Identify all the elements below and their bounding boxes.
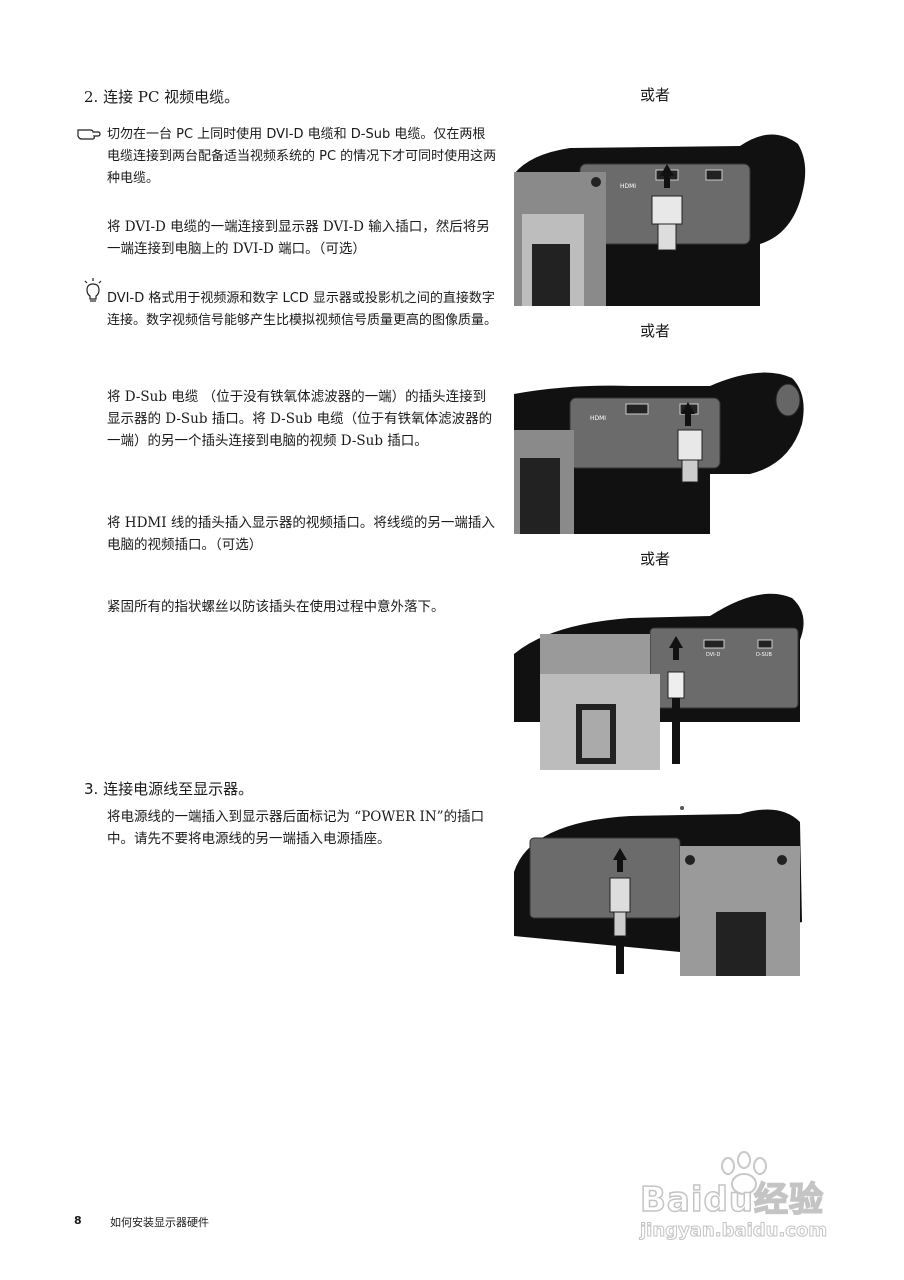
footer-section: 如何安装显示器硬件: [110, 1216, 209, 1229]
page-number: 8: [74, 1214, 82, 1227]
dsub-instruction: 将 D-Sub 电缆 （位于没有铁氧体滤波器的一端）的插头连接到显示器的 D-S…: [107, 389, 493, 449]
watermark-brand: Baidu经验: [639, 1179, 825, 1221]
baidu-watermark: Baidu经验 jingyan.baidu.com: [639, 1148, 850, 1252]
dvi-instruction: 将 DVI-D 电缆的一端连接到显示器 DVI-D 输入插口，然后将另一端连接到…: [107, 219, 490, 257]
hdmi-connection-illustration: DVI-D D-SUB: [514, 593, 804, 770]
dvi-connection-illustration: HDMI: [514, 134, 806, 306]
power-instruction: 将电源线的一端插入到显示器后面标记为 “POWER IN”的插口中。请先不要将电…: [107, 809, 485, 847]
watermark-url: jingyan.baidu.com: [639, 1220, 828, 1242]
pointing-hand-icon: [77, 129, 101, 140]
or-label: 或者: [640, 322, 671, 340]
or-label: 或者: [640, 86, 671, 104]
dsub-connection-illustration: HDMI: [514, 372, 804, 534]
hdmi-instruction: 将 HDMI 线的插头插入显示器的视频插口。将线缆的另一端插入电脑的视频插口。（…: [107, 515, 495, 553]
port-label: HDMI: [590, 415, 606, 422]
port-label: DVI-D: [706, 652, 720, 658]
step-2-title: 2. 连接 PC 视频电缆。: [84, 88, 240, 106]
note-text: 切勿在一台 PC 上同时使用 DVI-D 电缆和 D-Sub 电缆。仅在两根电缆…: [107, 127, 497, 186]
step-3-title: 3. 连接电源线至显示器。: [84, 780, 254, 798]
or-label: 或者: [640, 550, 671, 568]
tip-text: DVI-D 格式用于视频源和数字 LCD 显示器或投影机之间的直接数字连接。数字…: [107, 291, 498, 328]
power-connection-illustration: [514, 806, 802, 976]
port-label: D-SUB: [756, 652, 772, 658]
port-label: HDMI: [620, 183, 636, 190]
screw-instruction: 紧固所有的指状螺丝以防该插头在使用过程中意外落下。: [107, 599, 445, 615]
baidu-paw-logo-icon: [721, 1151, 767, 1195]
lightbulb-icon: [84, 278, 102, 302]
